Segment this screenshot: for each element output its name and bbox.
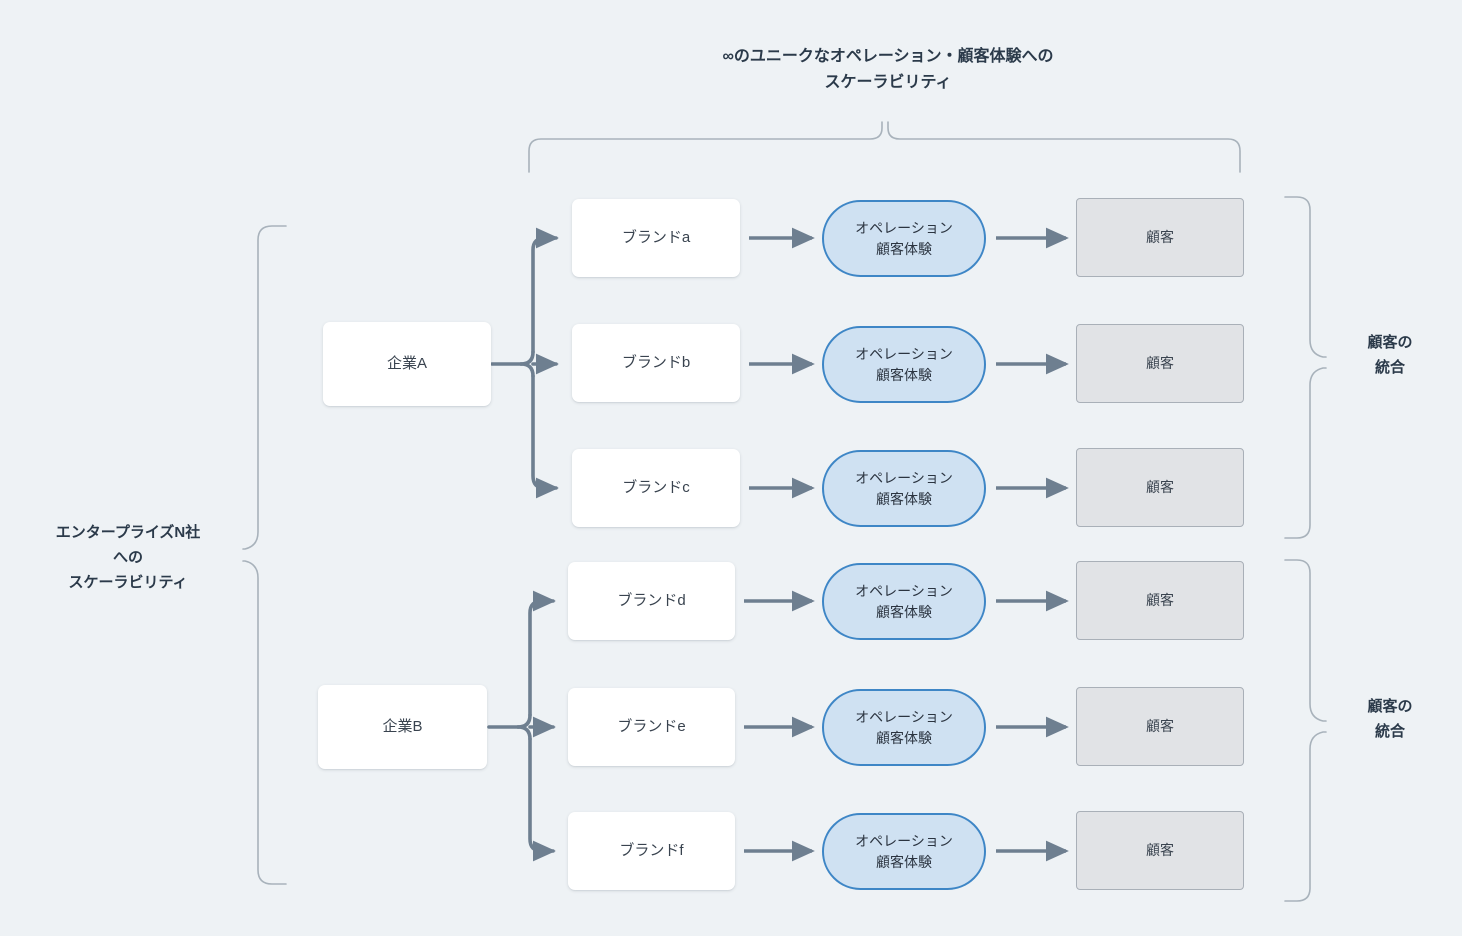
brand-box-b[interactable]: ブランドb — [572, 324, 740, 402]
brand-label-c: ブランドc — [622, 479, 690, 497]
right-title-label-upper: 顧客の 統合 — [1367, 334, 1413, 376]
customer-box-a[interactable]: 顧客 — [1076, 198, 1244, 277]
enterprise-label-b: 企業B — [382, 718, 423, 736]
brand-label-d: ブランドd — [617, 592, 686, 610]
operation-label-line2-c: 顧客体験 — [876, 490, 932, 507]
brand-box-f[interactable]: ブランドf — [568, 812, 735, 890]
operation-label-line1-a: オペレーション — [855, 220, 953, 237]
customer-label-d: 顧客 — [1146, 592, 1174, 609]
operation-box-e[interactable]: オペレーション 顧客体験 — [822, 689, 986, 766]
brand-box-a[interactable]: ブランドa — [572, 199, 740, 277]
customer-box-d[interactable]: 顧客 — [1076, 561, 1244, 640]
operation-to-customer-arrows — [996, 227, 1069, 862]
enterprise-label-a: 企業A — [386, 355, 427, 373]
enterprise-box-b[interactable]: 企業B — [318, 685, 487, 769]
customer-box-c[interactable]: 顧客 — [1076, 448, 1244, 527]
right-brace-lower — [1284, 559, 1327, 902]
customer-label-c: 顧客 — [1146, 479, 1174, 496]
customer-box-b[interactable]: 顧客 — [1076, 324, 1244, 403]
brand-label-f: ブランドf — [619, 842, 684, 860]
operation-label-line2-d: 顧客体験 — [876, 603, 932, 620]
operation-box-b[interactable]: オペレーション 顧客体験 — [822, 326, 986, 403]
left-title-label: エンタープライズN社 への スケーラビリティ — [55, 524, 201, 591]
customer-label-f: 顧客 — [1146, 842, 1174, 859]
operation-label-line2-f: 顧客体験 — [876, 853, 932, 870]
right-brace-upper — [1284, 196, 1327, 539]
operation-label-line1-e: オペレーション — [855, 709, 953, 726]
brand-label-b: ブランドb — [621, 354, 691, 372]
brand-box-e[interactable]: ブランドe — [568, 688, 735, 766]
operation-label-line1-f: オペレーション — [855, 833, 953, 850]
customer-label-b: 顧客 — [1146, 355, 1174, 372]
brand-box-d[interactable]: ブランドd — [568, 562, 735, 640]
top-title-label: ∞のユニークなオペレーション・顧客体験への スケーラビリティ — [722, 48, 1054, 91]
customer-label-e: 顧客 — [1146, 718, 1174, 735]
branch-connector-group-b — [487, 590, 556, 862]
branch-connector-group-a — [490, 227, 559, 499]
operation-box-f[interactable]: オペレーション 顧客体験 — [822, 813, 986, 890]
customer-label-a: 顧客 — [1146, 229, 1174, 246]
top-brace — [528, 121, 1241, 173]
customer-box-f[interactable]: 顧客 — [1076, 811, 1244, 890]
operation-label-line2-b: 顧客体験 — [876, 366, 932, 383]
operation-box-d[interactable]: オペレーション 顧客体験 — [822, 563, 986, 640]
customer-box-e[interactable]: 顧客 — [1076, 687, 1244, 766]
operation-label-line2-e: 顧客体験 — [876, 729, 932, 746]
left-brace — [242, 225, 287, 885]
brand-box-c[interactable]: ブランドc — [572, 449, 740, 527]
right-title-label-lower: 顧客の 統合 — [1367, 698, 1413, 740]
operation-box-a[interactable]: オペレーション 顧客体験 — [822, 200, 986, 277]
operation-label-line1-b: オペレーション — [855, 346, 953, 363]
operation-label-line2-a: 顧客体験 — [876, 240, 932, 257]
operation-box-c[interactable]: オペレーション 顧客体験 — [822, 450, 986, 527]
brand-label-a: ブランドa — [621, 229, 691, 247]
operation-label-line1-c: オペレーション — [855, 470, 953, 487]
operation-label-line1-d: オペレーション — [855, 583, 953, 600]
brand-to-operation-arrows — [744, 227, 815, 862]
brand-label-e: ブランドe — [617, 718, 686, 736]
enterprise-box-a[interactable]: 企業A — [323, 322, 491, 406]
